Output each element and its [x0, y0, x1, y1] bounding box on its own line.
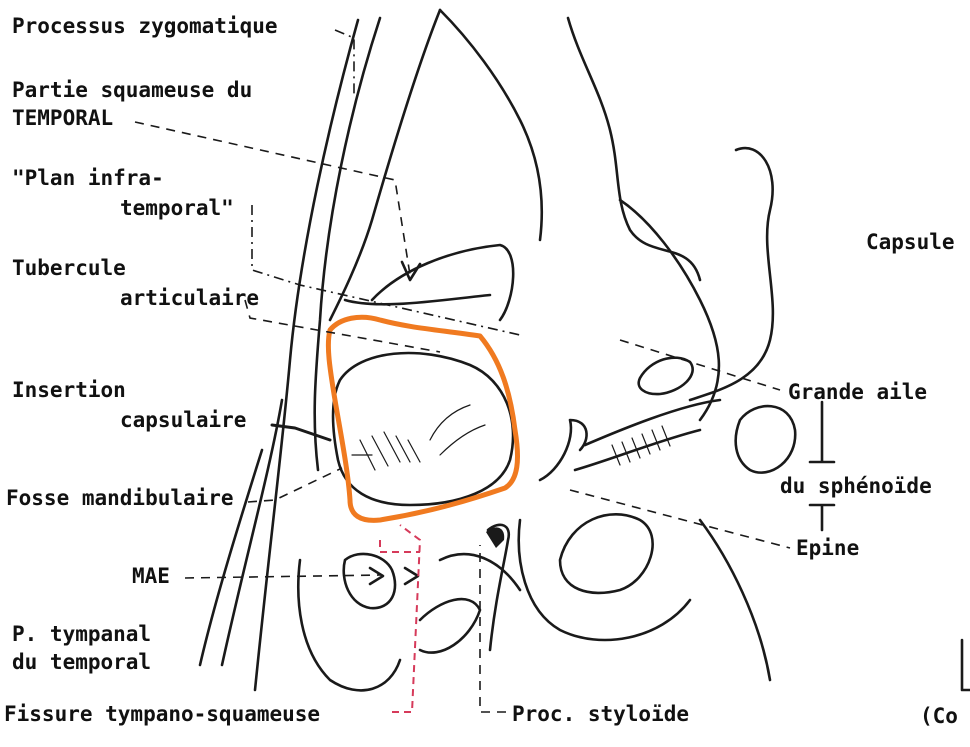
arrowhead-mae-2 — [405, 568, 418, 584]
styloid-root-fill — [486, 527, 504, 548]
leader-epine — [570, 490, 790, 548]
label-epine: Epine — [796, 538, 859, 559]
zygomatic-process-outline — [255, 20, 358, 690]
arrowhead-mae-1 — [370, 568, 383, 584]
leader-insertion — [272, 425, 330, 440]
infratemporal-crest — [372, 245, 513, 320]
leader-mae — [185, 575, 380, 578]
carotid-contour — [519, 520, 690, 640]
label-fosse-mandibulaire: Fosse mandibulaire — [6, 488, 234, 509]
label-tubercule-2: articulaire — [120, 288, 259, 309]
label-insertion-2: capsulaire — [120, 410, 246, 431]
zygomatic-arch-inner — [330, 10, 440, 320]
squama-upper-curve — [440, 10, 542, 240]
label-partie-squameuse-1: Partie squameuse du — [12, 80, 252, 101]
label-proc-styloide: Proc. styloïde — [512, 704, 689, 725]
label-insertion-1: Insertion — [12, 380, 126, 401]
spine-process — [575, 400, 720, 470]
mandibular-fossa-lower-bone — [560, 514, 653, 593]
label-grande-aile: Grande aile — [788, 382, 927, 403]
label-du-sphenoide: du sphénoïde — [780, 476, 932, 497]
label-tubercule-1: Tubercule — [12, 258, 126, 279]
right-bottom-box — [962, 640, 970, 690]
leader-fissure-vertical — [380, 540, 420, 552]
mandibular-condyle — [333, 353, 513, 505]
sphenoid-upper-contour — [568, 18, 700, 280]
label-footnote-fragment: (Co — [920, 706, 958, 727]
styloid-hatch — [612, 426, 670, 465]
lower-right-contour — [700, 520, 770, 680]
squamous-part-outline — [315, 18, 380, 470]
condyle-hatching — [352, 405, 485, 470]
leader-processus-zygomatique — [335, 30, 354, 95]
label-plan-infra-1: "Plan infra- — [12, 168, 164, 189]
sphenoid-bracket — [810, 402, 834, 530]
label-capsule: Capsule — [866, 232, 955, 253]
right-oval-bone — [736, 406, 796, 473]
label-processus-zygomatique: Processus zygomatique — [12, 16, 278, 37]
greater-wing-contour — [620, 200, 719, 420]
leader-plan-infra — [252, 205, 520, 335]
label-mae: MAE — [132, 566, 170, 587]
sphenoid-right-contour — [690, 148, 773, 400]
label-p-tympanal-1: P. tympanal — [12, 624, 151, 645]
tympanic-part-outline — [298, 560, 400, 690]
label-p-tympanal-2: du temporal — [12, 652, 151, 673]
leader-fissure — [392, 525, 420, 712]
external-acoustic-meatus — [344, 554, 395, 608]
tympanic-inner-curve — [420, 599, 480, 653]
label-partie-squameuse-2: TEMPORAL — [12, 108, 113, 129]
label-plan-infra-2: temporal" — [120, 198, 234, 219]
glenoid-contour — [540, 420, 587, 480]
foramen-ovale — [639, 358, 693, 394]
label-fissure: Fissure tympano-squameuse — [4, 704, 320, 725]
left-lower-line — [200, 450, 262, 665]
